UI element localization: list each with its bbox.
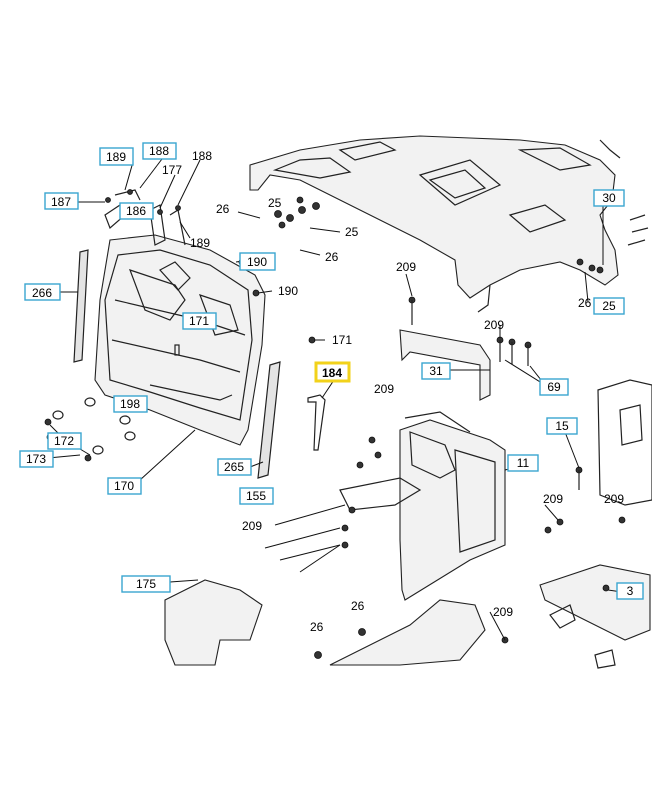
svg-text:69: 69 bbox=[547, 380, 561, 394]
svg-text:175: 175 bbox=[136, 577, 156, 591]
callout-11: 11 bbox=[507, 454, 539, 472]
callout-198: 198 bbox=[113, 395, 148, 413]
svg-text:25: 25 bbox=[602, 299, 616, 313]
plain-26-d: 26 bbox=[351, 599, 365, 613]
callout-171: 171 bbox=[182, 312, 217, 330]
front-grille-panel bbox=[94, 234, 266, 446]
callout-3: 3 bbox=[616, 582, 644, 600]
svg-text:190: 190 bbox=[247, 255, 267, 269]
callout-31: 31 bbox=[421, 362, 451, 380]
svg-text:172: 172 bbox=[54, 434, 74, 448]
plain-209-b: 209 bbox=[484, 318, 504, 332]
plain-188: 188 bbox=[192, 149, 212, 163]
dash-panel-11 bbox=[339, 411, 506, 601]
plain-209-a: 209 bbox=[396, 260, 416, 274]
callout-187: 187 bbox=[44, 192, 79, 210]
svg-text:11: 11 bbox=[517, 456, 530, 470]
side-trim-strip-265 bbox=[257, 361, 281, 479]
plain-callouts: 188 177 189 26 25 25 26 190 171 209 209 … bbox=[162, 149, 624, 634]
svg-text:265: 265 bbox=[224, 460, 244, 474]
callout-170: 170 bbox=[107, 477, 142, 495]
plain-25-a: 25 bbox=[268, 196, 282, 210]
bracket-31 bbox=[399, 296, 491, 401]
callout-184-highlighted: 184 bbox=[314, 361, 351, 383]
plain-26-c: 26 bbox=[578, 296, 592, 310]
callout-69: 69 bbox=[539, 378, 569, 396]
svg-text:3: 3 bbox=[627, 584, 634, 598]
plain-171: 171 bbox=[332, 333, 352, 347]
svg-text:198: 198 bbox=[120, 397, 140, 411]
plain-177: 177 bbox=[162, 163, 182, 177]
callout-188: 188 bbox=[142, 142, 177, 160]
plain-26-a: 26 bbox=[216, 202, 230, 216]
rod-184 bbox=[307, 394, 326, 451]
plain-209-c: 209 bbox=[374, 382, 394, 396]
callout-155: 155 bbox=[239, 487, 274, 505]
callout-190: 190 bbox=[239, 252, 276, 271]
svg-text:173: 173 bbox=[26, 452, 46, 466]
svg-text:189: 189 bbox=[106, 150, 126, 164]
callout-266: 266 bbox=[24, 283, 61, 301]
callout-265: 265 bbox=[217, 458, 252, 476]
svg-text:30: 30 bbox=[602, 191, 616, 205]
footrest-panel bbox=[314, 599, 509, 666]
callout-15: 15 bbox=[546, 417, 578, 435]
callout-175: 175 bbox=[121, 575, 171, 593]
plain-26-e: 26 bbox=[310, 620, 324, 634]
svg-text:31: 31 bbox=[429, 364, 443, 378]
svg-text:187: 187 bbox=[51, 195, 71, 209]
callout-173: 173 bbox=[19, 450, 54, 468]
plain-209-e: 209 bbox=[543, 492, 563, 506]
plain-26-b: 26 bbox=[325, 250, 339, 264]
callout-186: 186 bbox=[119, 202, 154, 220]
bolts-69 bbox=[496, 336, 532, 366]
svg-text:266: 266 bbox=[32, 286, 52, 300]
svg-text:15: 15 bbox=[555, 419, 569, 433]
plain-190: 190 bbox=[278, 284, 298, 298]
side-trim-strip-266 bbox=[73, 249, 89, 363]
svg-text:186: 186 bbox=[126, 204, 146, 218]
callout-30: 30 bbox=[593, 189, 625, 207]
hood-fender-part bbox=[249, 135, 649, 313]
svg-text:155: 155 bbox=[246, 489, 266, 503]
plain-209-d: 209 bbox=[242, 519, 262, 533]
callout-172: 172 bbox=[47, 432, 82, 450]
lower-shroud-175 bbox=[164, 579, 263, 666]
plain-25-b: 25 bbox=[345, 225, 359, 239]
svg-text:188: 188 bbox=[149, 144, 169, 158]
callout-25: 25 bbox=[593, 297, 625, 315]
svg-text:170: 170 bbox=[114, 479, 134, 493]
svg-text:171: 171 bbox=[189, 314, 209, 328]
callout-189: 189 bbox=[99, 147, 134, 166]
svg-text:184: 184 bbox=[322, 366, 342, 380]
bolt-set-25 bbox=[274, 196, 320, 229]
plain-209-f: 209 bbox=[604, 492, 624, 506]
plain-209-g: 209 bbox=[493, 605, 513, 619]
plain-189: 189 bbox=[190, 236, 210, 250]
